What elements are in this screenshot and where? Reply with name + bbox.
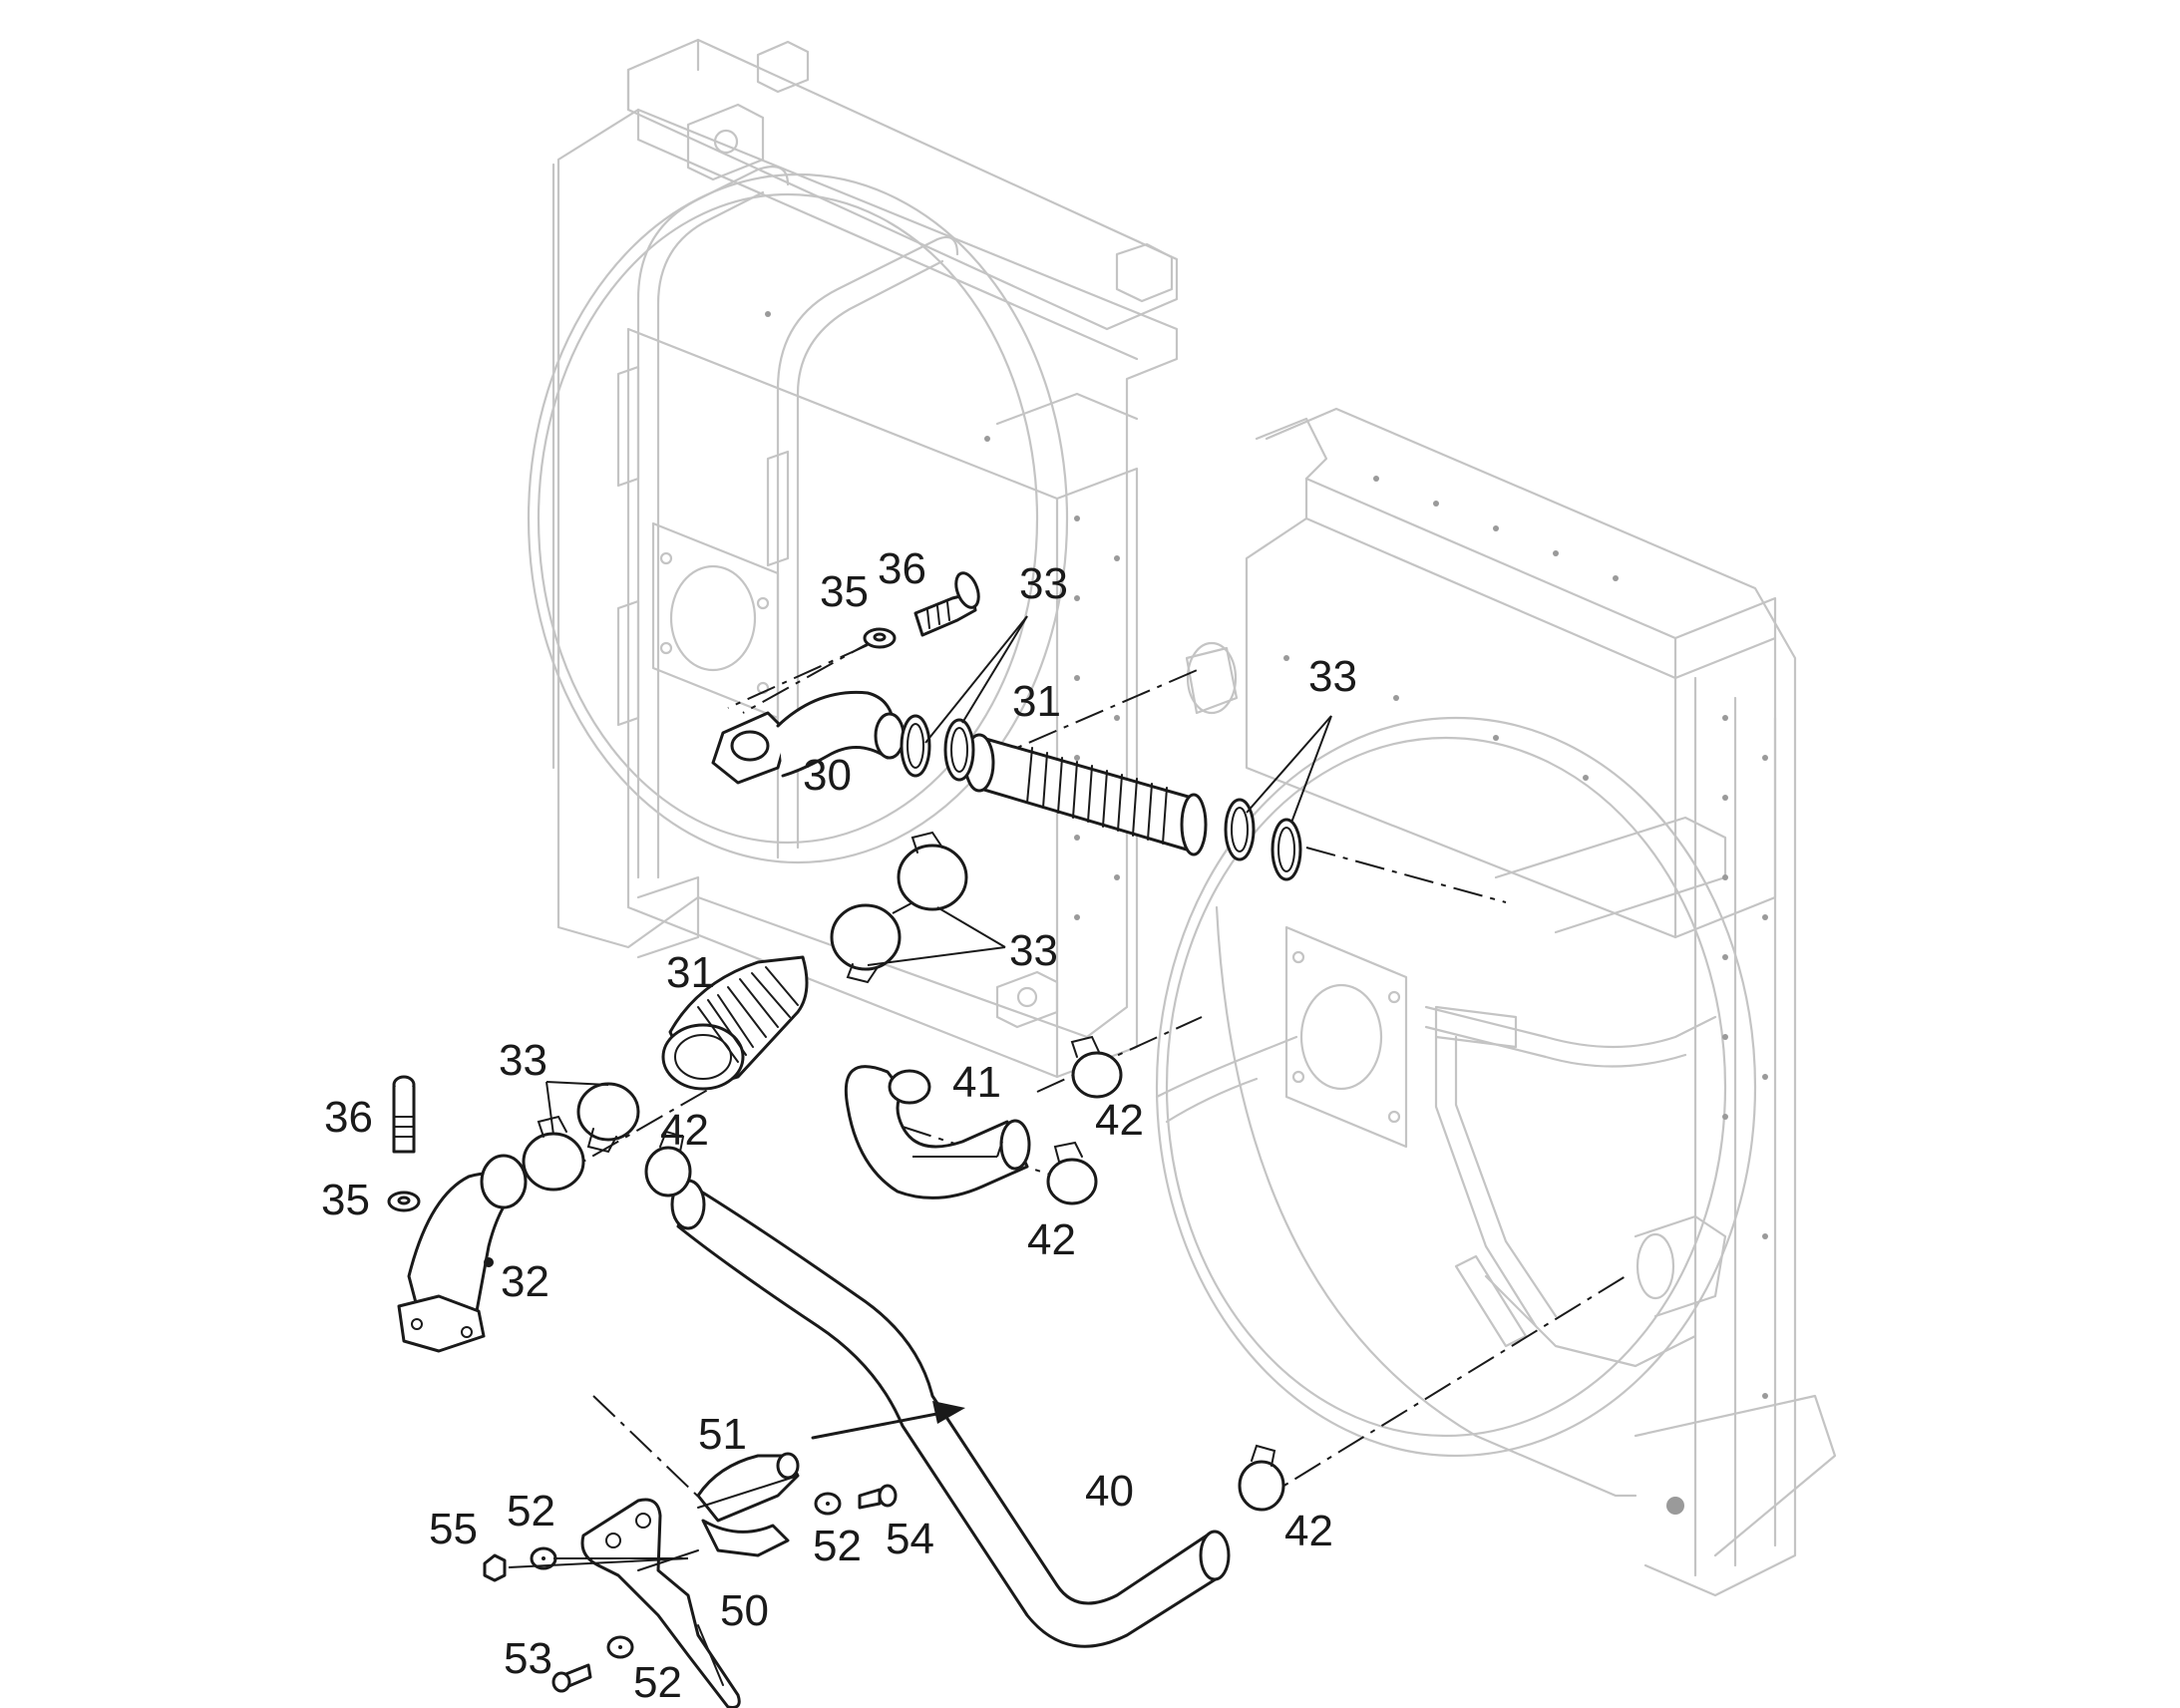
hose-clamp-33-a	[900, 714, 931, 778]
callout-33-upper-left: 33	[1019, 559, 1068, 608]
elbow-flange-32	[397, 1154, 528, 1353]
hose-clamp-33-f	[830, 903, 902, 984]
callout-35-lower: 35	[321, 1176, 370, 1224]
washer-35-upper	[863, 627, 897, 649]
callout-42-upper-right: 42	[1095, 1096, 1144, 1145]
hose-clamp-42-c	[644, 1130, 692, 1197]
callout-30: 30	[803, 751, 852, 800]
hose-clamp-33-g	[576, 1082, 640, 1154]
callout-35-upper: 35	[820, 567, 869, 616]
callout-32: 32	[501, 1257, 549, 1306]
callout-36-lower: 36	[324, 1093, 373, 1142]
callout-55: 55	[429, 1505, 478, 1553]
elbow-flange-30	[711, 690, 906, 785]
callout-labels: 30 31 31 32 33 33 33 33 35 35 36 36 40 4…	[321, 544, 1357, 1707]
hose-clamp-33-h	[522, 1115, 585, 1192]
radiator-assembly-lower	[1155, 407, 1837, 1597]
callout-42-lower: 42	[1027, 1215, 1076, 1264]
hose-clamp-33-b	[943, 718, 975, 782]
bolt-36-upper	[913, 571, 980, 637]
hose-clamp-33-d	[1271, 818, 1302, 881]
hose-clamp-42-b	[1046, 1141, 1098, 1205]
screw-54	[858, 1484, 898, 1510]
corrugated-hose-31-lower	[661, 955, 809, 1091]
washer-52-c	[606, 1635, 634, 1659]
bolt-36-lower	[392, 1075, 416, 1154]
callout-52-right: 52	[813, 1522, 862, 1570]
callout-36-upper: 36	[878, 544, 926, 593]
callout-42-right: 42	[1284, 1507, 1333, 1555]
corrugated-hose-31-upper	[963, 733, 1208, 856]
callout-53: 53	[504, 1634, 552, 1683]
callout-31-upper: 31	[1012, 677, 1061, 726]
callout-50: 50	[720, 1586, 769, 1635]
radiator-assembly-upper	[527, 38, 1179, 1079]
elbow-hose-41	[844, 1065, 1031, 1199]
washer-52-b	[814, 1492, 842, 1516]
callout-41: 41	[952, 1058, 1001, 1107]
callout-54: 54	[886, 1515, 934, 1563]
hose-clamp-33-c	[1224, 798, 1256, 861]
callout-51: 51	[698, 1410, 747, 1459]
nut-55	[483, 1553, 507, 1582]
screw-53	[551, 1663, 592, 1693]
callout-40: 40	[1085, 1467, 1134, 1516]
washer-35-lower	[387, 1191, 421, 1212]
callout-33-upper-right: 33	[1308, 652, 1357, 701]
hose-clamp-33-e	[897, 831, 968, 911]
clamp-51	[696, 1452, 800, 1557]
direction-arrow	[811, 1401, 965, 1440]
callout-33-middle: 33	[1009, 926, 1058, 975]
callout-31-lower: 31	[666, 948, 715, 997]
leader-lines	[508, 615, 1332, 1568]
callout-52-bottom: 52	[633, 1658, 682, 1707]
callout-42-left: 42	[660, 1106, 709, 1155]
hose-clamp-42-a	[1070, 1035, 1123, 1099]
callout-33-lower-left: 33	[499, 1036, 547, 1085]
long-hose-40	[670, 1179, 1231, 1648]
callout-52-left: 52	[507, 1487, 555, 1536]
hose-clamp-42-d	[1238, 1444, 1285, 1512]
